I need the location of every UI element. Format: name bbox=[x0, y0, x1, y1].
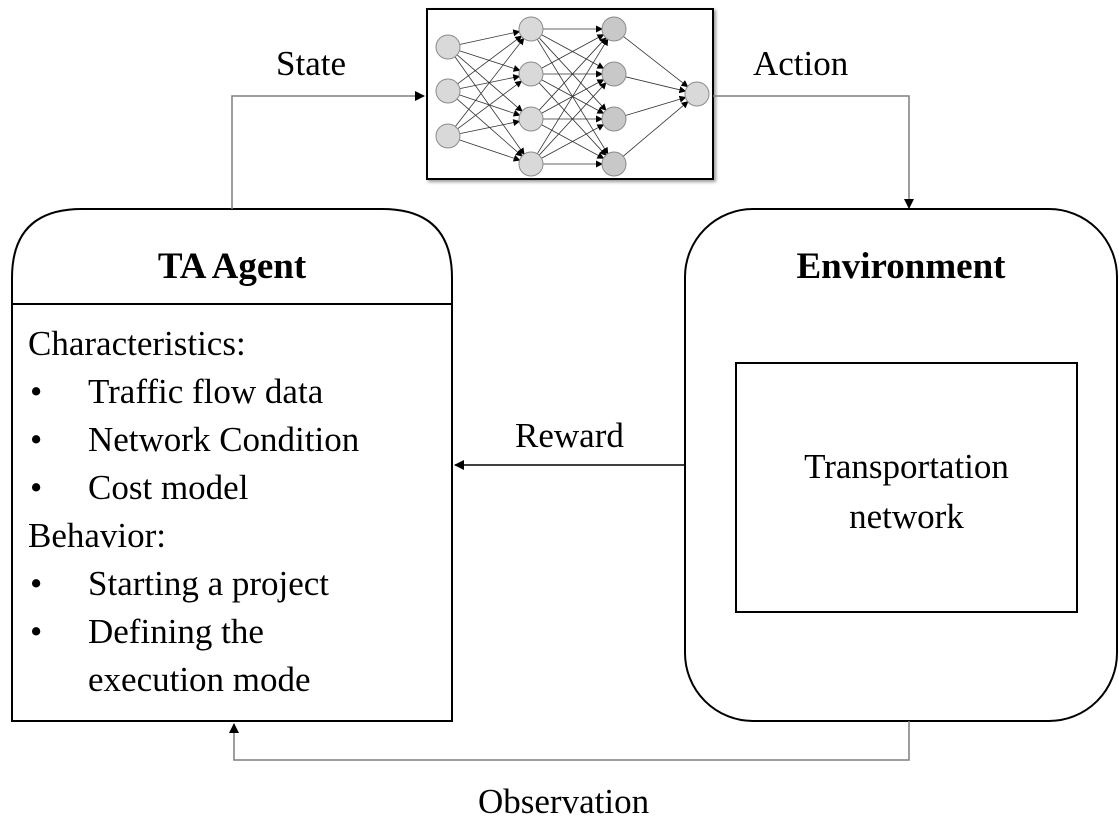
state-label: State bbox=[276, 44, 346, 83]
observation-arrow bbox=[229, 721, 910, 761]
environment-title: Environment bbox=[796, 246, 1006, 287]
list-item: • Starting a project bbox=[28, 560, 359, 608]
agent-box bbox=[11, 208, 453, 722]
nn-connection bbox=[457, 35, 523, 85]
characteristic-text: Traffic flow data bbox=[88, 372, 324, 411]
bullet: • bbox=[30, 372, 43, 411]
bullet: • bbox=[30, 564, 43, 603]
nn-connection bbox=[538, 37, 607, 111]
neural-network-nodes bbox=[435, 16, 710, 177]
characteristics-heading: Characteristics: bbox=[28, 324, 246, 363]
nn-node bbox=[684, 81, 710, 107]
bullet: • bbox=[30, 612, 43, 651]
behavior-heading: Behavior: bbox=[28, 516, 167, 555]
nn-connection bbox=[457, 80, 523, 130]
nn-connection bbox=[455, 37, 525, 127]
nn-connection bbox=[459, 50, 521, 72]
list-item-continuation: execution mode bbox=[28, 656, 359, 704]
agent-details: Characteristics: • Traffic flow data • Net… bbox=[28, 320, 359, 704]
agent-title: TA Agent bbox=[157, 246, 307, 287]
bullet: • bbox=[30, 468, 43, 507]
nn-connection bbox=[625, 95, 687, 116]
nn-node bbox=[518, 151, 544, 177]
nn-node bbox=[435, 78, 461, 104]
transportation-network-label: Transportation network bbox=[736, 442, 1077, 542]
nn-connection bbox=[541, 124, 605, 159]
behavior-text: Starting a project bbox=[88, 564, 330, 603]
reward-label: Reward bbox=[515, 416, 624, 455]
behavior-text: Defining the bbox=[88, 612, 264, 651]
nn-connection bbox=[538, 82, 607, 156]
state-arrow bbox=[231, 91, 425, 209]
nn-node bbox=[435, 34, 461, 60]
network-label-line: Transportation bbox=[804, 447, 1009, 486]
list-item: • Traffic flow data bbox=[28, 368, 359, 416]
behavior-text: execution mode bbox=[88, 660, 311, 699]
list-item: • Defining the bbox=[28, 608, 359, 656]
list-item: • Network Condition bbox=[28, 416, 359, 464]
nn-connection bbox=[541, 34, 605, 69]
nn-node bbox=[601, 16, 627, 42]
nn-connection bbox=[623, 36, 689, 88]
transportation-network-box bbox=[735, 362, 1078, 613]
nn-connection bbox=[459, 29, 521, 45]
bullet: • bbox=[30, 420, 43, 459]
nn-connection bbox=[536, 38, 609, 154]
nn-node bbox=[435, 123, 461, 149]
neural-network-edges bbox=[454, 25, 689, 168]
list-item: • Cost model bbox=[28, 464, 359, 512]
characteristic-text: Network Condition bbox=[88, 420, 360, 459]
nn-connection bbox=[459, 119, 521, 134]
nn-node bbox=[518, 106, 544, 132]
nn-node bbox=[518, 16, 544, 42]
nn-connection bbox=[459, 139, 521, 162]
nn-node bbox=[601, 151, 627, 177]
nn-node bbox=[518, 61, 544, 87]
nn-node bbox=[601, 61, 627, 87]
nn-connection bbox=[622, 101, 689, 157]
observation-label: Observation bbox=[478, 782, 650, 821]
nn-connection bbox=[625, 76, 687, 94]
neural-network-panel bbox=[426, 8, 714, 180]
nn-connection bbox=[454, 56, 525, 156]
characteristic-text: Cost model bbox=[88, 468, 249, 507]
nn-node bbox=[601, 106, 627, 132]
network-label-line: network bbox=[849, 497, 964, 536]
action-arrow bbox=[713, 95, 914, 209]
action-label: Action bbox=[753, 44, 849, 83]
